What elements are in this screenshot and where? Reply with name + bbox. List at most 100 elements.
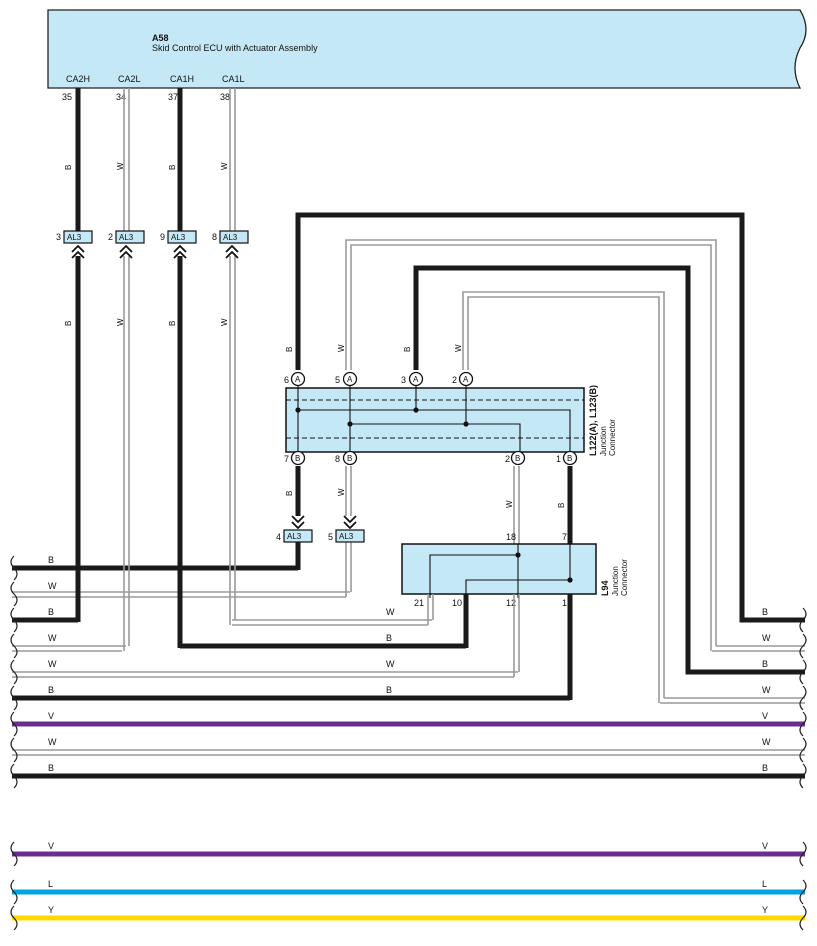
- bottom-line-label: V: [48, 841, 54, 851]
- wire-color-label: B: [64, 321, 73, 326]
- svg-text:5: 5: [335, 375, 340, 385]
- al3-lower-connectors: 4 AL3 5 AL3: [276, 515, 365, 543]
- wire-color-label: W: [337, 488, 346, 496]
- bus-label: W: [762, 685, 771, 695]
- wire-color-label: B: [403, 347, 412, 352]
- bus-label: B: [762, 659, 768, 669]
- svg-text:B: B: [515, 454, 520, 463]
- bottom-lines: V V L L Y Y: [10, 841, 807, 931]
- bottom-line-label: L: [762, 879, 767, 889]
- svg-text:B: B: [295, 454, 300, 463]
- wire-color-label: W: [220, 162, 229, 170]
- junction-l122-name1: Junction: [599, 426, 608, 456]
- junction-l94-name2: Connector: [620, 559, 629, 596]
- al3-code: AL3: [171, 233, 186, 242]
- svg-text:2: 2: [452, 375, 457, 385]
- ecu-wire-color-labels: B W B W B W B W: [64, 162, 229, 326]
- svg-text:21: 21: [414, 598, 424, 608]
- junction-l122: L122(A), L123(B) Junction Connector: [285, 384, 617, 456]
- svg-text:AL3: AL3: [339, 532, 354, 541]
- mid-label: B: [386, 685, 392, 695]
- svg-text:2: 2: [505, 454, 510, 464]
- wire-color-label: B: [285, 491, 294, 496]
- ecu-signal-ca2l: CA2L: [118, 74, 141, 84]
- wire-3a-route: [413, 265, 805, 675]
- wire-8b: [345, 466, 352, 597]
- wire-color-label: B: [168, 165, 177, 170]
- wire-color-label: W: [505, 500, 514, 508]
- wire-2a-route: [462, 291, 665, 703]
- al3-box: [167, 230, 197, 244]
- svg-text:4: 4: [276, 532, 281, 542]
- ecu-pin-37: 37: [168, 92, 178, 102]
- ecu-signal-ca1h: CA1H: [170, 74, 194, 84]
- bus-labels-right: B W B W V W B: [762, 607, 771, 773]
- svg-text:10: 10: [452, 598, 462, 608]
- svg-text:B: B: [567, 454, 572, 463]
- junction-l94: 18 7 21 10 12 1 L94 Junction Connector: [401, 532, 629, 608]
- al3-upper-connectors: 3 AL3 2 AL3 9 AL3 8 AL3: [56, 230, 249, 259]
- bottom-line-label: Y: [48, 905, 54, 915]
- svg-text:1: 1: [562, 598, 567, 608]
- wire-6a-route: [295, 212, 805, 623]
- ecu-pin-34: 34: [116, 92, 126, 102]
- bus-label: B: [48, 763, 54, 773]
- al3-box: [219, 230, 249, 244]
- wire-color-label: B: [64, 165, 73, 170]
- bus-label: B: [48, 555, 54, 565]
- al3-pin: 9: [160, 232, 165, 242]
- junction-l94-name1: Junction: [611, 566, 620, 596]
- al3-code: AL3: [223, 233, 238, 242]
- wire-color-label: B: [557, 503, 566, 508]
- bottom-line-label: L: [48, 879, 53, 889]
- wire-l94-21: [427, 594, 434, 625]
- ecu-box: [47, 9, 807, 89]
- junction-l94-code: L94: [600, 580, 610, 596]
- bus-label: W: [762, 737, 771, 747]
- svg-text:B: B: [347, 454, 352, 463]
- junction-l122-bottom-pins: 7 B 8 B 2 B 1 B: [284, 450, 578, 466]
- mid-label: W: [386, 607, 395, 617]
- svg-text:3: 3: [401, 375, 406, 385]
- ecu-signal-ca1l: CA1L: [222, 74, 245, 84]
- bus-label: B: [48, 607, 54, 617]
- bus-label: B: [762, 763, 768, 773]
- wire-l94-12: [513, 594, 520, 677]
- svg-text:5: 5: [328, 532, 333, 542]
- ecu-code: A58: [152, 33, 169, 43]
- ecu-pin-35: 35: [62, 92, 72, 102]
- bus-label: V: [762, 711, 768, 721]
- bus-labels-left: B W B W W B V W B: [48, 555, 57, 773]
- wire-ca1l: [229, 88, 236, 625]
- svg-text:A: A: [463, 375, 469, 384]
- al3-pin: 2: [108, 232, 113, 242]
- svg-text:1: 1: [556, 454, 561, 464]
- svg-text:7: 7: [562, 532, 567, 542]
- wire-color-label: W: [454, 344, 463, 352]
- al3-box: [115, 230, 145, 244]
- wire-color-label: W: [116, 318, 125, 326]
- bus-label: W: [762, 633, 771, 643]
- wire-color-label: B: [168, 321, 177, 326]
- wire-ca2l: [123, 88, 130, 651]
- wire-color-label: W: [116, 162, 125, 170]
- al3-pin: 3: [56, 232, 61, 242]
- junction-l122-box: [285, 387, 585, 453]
- svg-text:18: 18: [506, 532, 516, 542]
- bus-label: V: [48, 711, 54, 721]
- junction-l122-top-pins: 6 A 5 A 3 A 2 A: [284, 371, 474, 387]
- bus-label: W: [48, 581, 57, 591]
- bus-label: B: [48, 685, 54, 695]
- bus-label: W: [48, 737, 57, 747]
- wire-color-label: W: [220, 318, 229, 326]
- mid-label: B: [386, 633, 392, 643]
- bus-label: W: [48, 659, 57, 669]
- wire-color-label: W: [337, 344, 346, 352]
- junction-l122-name2: Connector: [608, 419, 617, 456]
- junction-l122-code: L122(A), L123(B): [588, 385, 598, 456]
- svg-text:A: A: [347, 375, 353, 384]
- svg-text:8: 8: [335, 454, 340, 464]
- bus-label: W: [48, 633, 57, 643]
- junction-l94-box: [401, 543, 597, 595]
